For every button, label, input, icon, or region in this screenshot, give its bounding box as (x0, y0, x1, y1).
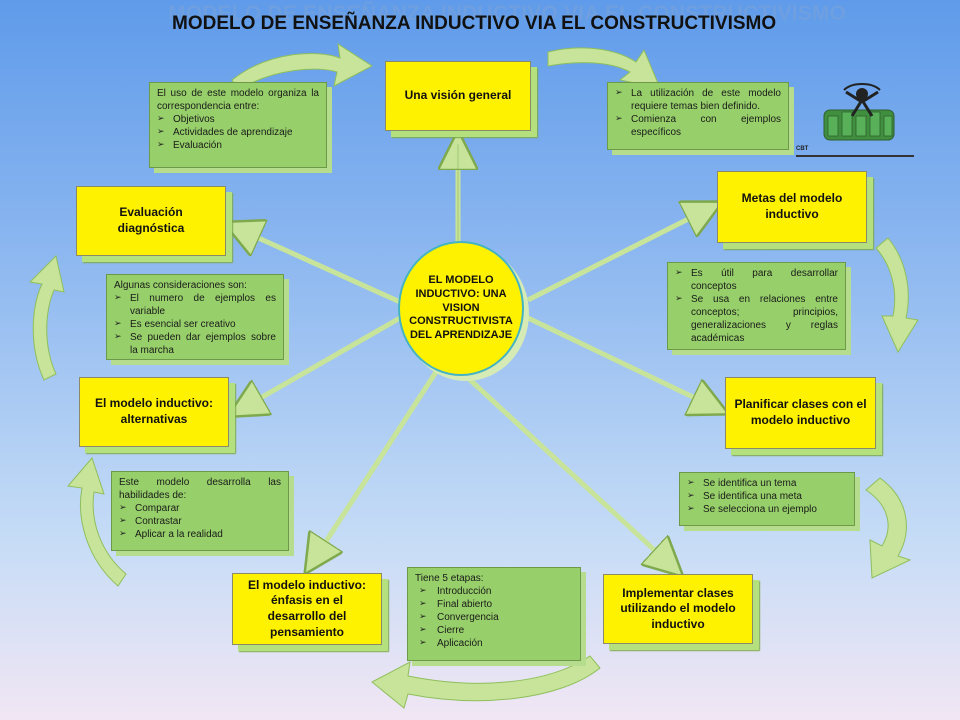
node-evaluacion-label: Evaluación diagnóstica (117, 205, 185, 235)
node-enfasis: El modelo inductivo: énfasis en el desar… (232, 573, 382, 645)
note-metas-detalle-list: Es útil para desarrollar conceptos Se us… (675, 267, 838, 345)
list-item: Comienza con ejemplos específicos (615, 113, 781, 139)
center-node-text: EL MODELO INDUCTIVO: UNA VISION CONSTRUC… (409, 274, 513, 342)
node-planificar-label: Planificar clases con el modelo inductiv… (734, 397, 867, 427)
cycle-arrow-left (28, 255, 65, 381)
node-implementar: Implementar clases utilizando el modelo … (603, 574, 753, 644)
note-etapas-head: Tiene 5 etapas: (415, 573, 484, 584)
node-evaluacion: Evaluación diagnóstica (76, 186, 226, 256)
list-item: Se usa en relaciones entre conceptos; pr… (675, 293, 838, 345)
note-planificar-detalle-list: Se identifica un tema Se identifica una … (687, 477, 847, 516)
spoke-alternativas (236, 315, 402, 412)
note-planificar-detalle: Se identifica un tema Se identifica una … (679, 472, 855, 526)
list-item: Introducción (415, 585, 573, 598)
note-etapas: Tiene 5 etapas: Introducción Final abier… (407, 567, 581, 661)
spoke-lines (232, 140, 720, 570)
spoke-metas (526, 206, 714, 303)
node-enfasis-label: El modelo inductivo: énfasis en el desar… (247, 577, 366, 639)
logo-label: CBT (796, 146, 809, 152)
cycle-arrow-right-upper (875, 237, 919, 354)
note-etapas-list: Introducción Final abierto Convergencia … (415, 585, 573, 650)
institution-logo (823, 83, 895, 141)
title-shadow: MODELO DE ENSEÑANZA INDUCTIVO VIA EL CON… (168, 2, 847, 25)
page-title: MODELO DE ENSEÑANZA INDUCTIVO VIA EL CON… (172, 13, 777, 34)
spoke-evaluacion (232, 226, 402, 305)
list-item: Contrastar (119, 515, 281, 528)
list-item: Cierre (415, 624, 573, 637)
cycle-arrow-bottom-left (67, 457, 127, 587)
cycle-arrow-right-lower (865, 477, 912, 579)
logo-underline (796, 155, 914, 157)
center-node: EL MODELO INDUCTIVO: UNA VISION CONSTRUC… (398, 241, 524, 376)
node-vision-general-label: Una visión general (404, 88, 512, 103)
note-habilidades: Este modelo desarrolla las habilidades d… (111, 471, 289, 551)
list-item: La utilización de este modelo requiere t… (615, 87, 781, 113)
node-vision-general: Una visión general (385, 61, 531, 131)
note-uso-list: Objetivos Actividades de aprendizaje Eva… (157, 113, 319, 152)
node-planificar: Planificar clases con el modelo inductiv… (725, 377, 876, 449)
cycle-arrow-top-left (231, 42, 373, 91)
spoke-implementar (466, 376, 676, 570)
list-item: Aplicación (415, 637, 573, 650)
note-uso: El uso de este modelo organiza la corres… (149, 82, 327, 168)
list-item: El numero de ejemplos es variable (114, 292, 276, 318)
note-utilizacion: La utilización de este modelo requiere t… (607, 82, 789, 150)
note-metas-detalle: Es útil para desarrollar conceptos Se us… (667, 262, 846, 350)
list-item: Actividades de aprendizaje (157, 126, 319, 139)
list-item: Evaluación (157, 139, 319, 152)
note-consideraciones-list: El numero de ejemplos es variable Es ese… (114, 292, 276, 357)
list-item: Convergencia (415, 611, 573, 624)
node-alternativas-label: El modelo inductivo: alternativas (94, 396, 213, 426)
node-metas: Metas del modelo inductivo (717, 171, 867, 243)
note-habilidades-list: Comparar Contrastar Aplicar a la realida… (119, 502, 281, 541)
list-item: Aplicar a la realidad (119, 528, 281, 541)
note-utilizacion-list: La utilización de este modelo requiere t… (615, 87, 781, 139)
list-item: Se selecciona un ejemplo (687, 503, 847, 516)
spoke-planificar (526, 315, 720, 410)
note-habilidades-head: Este modelo desarrolla las habilidades d… (119, 477, 281, 501)
list-item: Objetivos (157, 113, 319, 126)
note-consideraciones: Algunas consideraciones son: El numero d… (106, 274, 284, 360)
list-item: Comparar (119, 502, 281, 515)
node-metas-label: Metas del modelo inductivo (741, 191, 843, 221)
spoke-enfasis (310, 370, 439, 566)
node-alternativas: El modelo inductivo: alternativas (79, 377, 229, 447)
cycle-arrows (28, 42, 919, 709)
cycle-arrow-bottom (371, 655, 601, 709)
list-item: Final abierto (415, 598, 573, 611)
note-uso-head: El uso de este modelo organiza la corres… (157, 88, 319, 112)
list-item: Se identifica una meta (687, 490, 847, 503)
list-item: Es útil para desarrollar conceptos (675, 267, 838, 293)
note-consideraciones-head: Algunas consideraciones son: (114, 280, 247, 291)
list-item: Es esencial ser creativo (114, 318, 276, 331)
node-implementar-label: Implementar clases utilizando el modelo … (620, 585, 736, 631)
list-item: Se identifica un tema (687, 477, 847, 490)
list-item: Se pueden dar ejemplos sobre la marcha (114, 331, 276, 357)
